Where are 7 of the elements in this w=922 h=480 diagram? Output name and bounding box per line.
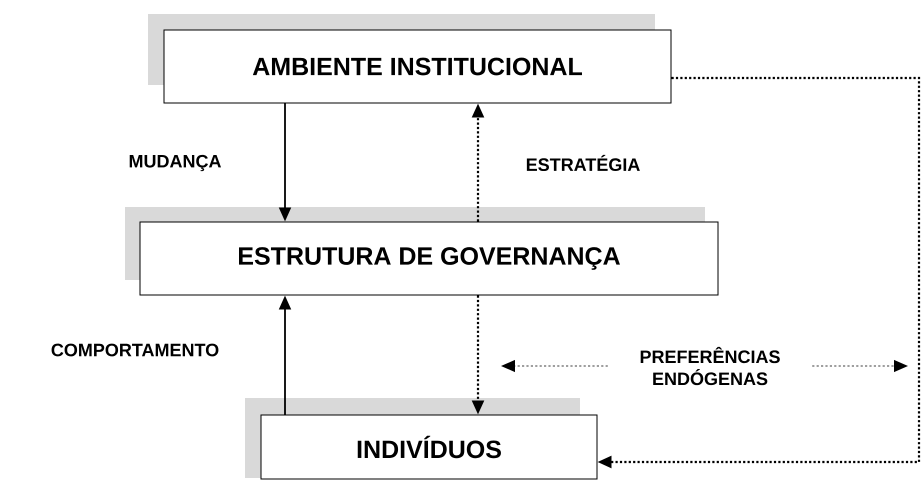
edge-label: ESTRATÉGIA: [524, 154, 642, 172]
edge-label: COMPORTAMENTO: [50, 342, 220, 358]
box: AMBIENTE INSTITUCIONAL: [148, 14, 672, 104]
label-text: PREFERÊNCIAS ENDÓGENAS: [640, 346, 780, 386]
box: ESTRUTURA DE GOVERNANÇA: [125, 207, 718, 296]
box: INDIVÍDUOS: [245, 398, 598, 480]
edge-label: MUDANÇA: [128, 154, 222, 172]
